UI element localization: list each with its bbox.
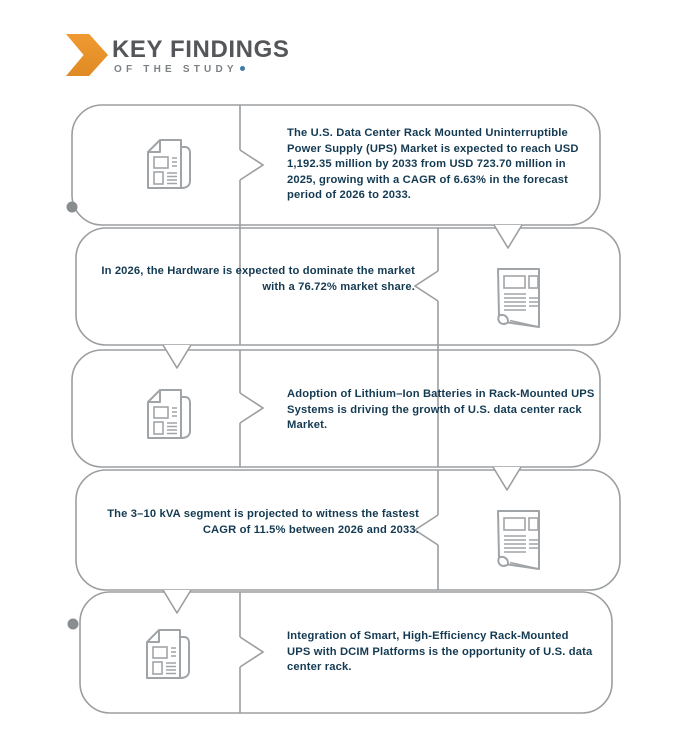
timeline-dot-top	[66, 201, 78, 213]
bubble-4-divider	[413, 470, 439, 590]
bubble-3-outline	[71, 349, 601, 468]
bubble-3-divider	[239, 350, 265, 467]
connector-tail-3	[492, 466, 522, 491]
newspaper-icon	[147, 139, 191, 189]
speech-pointer-left	[413, 270, 439, 302]
page-title: KEY FINDINGS	[112, 36, 290, 63]
bubble-3-text: Adoption of Lithium–Ion Batteries in Rac…	[287, 388, 595, 432]
bubble-2-outline	[75, 227, 621, 346]
bubble-5-text: Integration of Smart, High-Efficiency Ra…	[287, 630, 593, 674]
bubble-2-divider	[413, 228, 439, 467]
connector-tail-2	[162, 344, 192, 369]
speech-pointer-left	[413, 514, 439, 546]
page-subtitle-text: OF THE STUDY	[114, 64, 238, 75]
bubble-5-outline	[79, 591, 613, 714]
bubble-4-text: The 3–10 kVA segment is projected to wit…	[107, 508, 419, 536]
bubble-1-divider	[239, 105, 265, 345]
page-subtitle: OF THE STUDY	[114, 64, 245, 75]
bubble-2-text: In 2026, the Hardware is expected to dom…	[101, 265, 415, 293]
speech-pointer-right	[239, 392, 265, 424]
subtitle-accent-dot	[239, 66, 245, 71]
report-icon	[497, 268, 540, 328]
bubble-5-divider	[239, 592, 265, 713]
newspaper-icon	[146, 629, 190, 679]
speech-pointer-right	[239, 149, 265, 181]
bubble-1-outline	[71, 104, 601, 226]
report-icon	[497, 510, 540, 570]
connector-tail-1	[493, 224, 523, 249]
bubble-1-text: The U.S. Data Center Rack Mounted Uninte…	[287, 127, 579, 202]
connector-tail-4	[162, 589, 192, 614]
timeline-dot-bottom	[67, 618, 79, 630]
bubble-4-outline	[75, 469, 621, 591]
newspaper-icon	[147, 389, 191, 439]
speech-pointer-right	[239, 636, 265, 668]
